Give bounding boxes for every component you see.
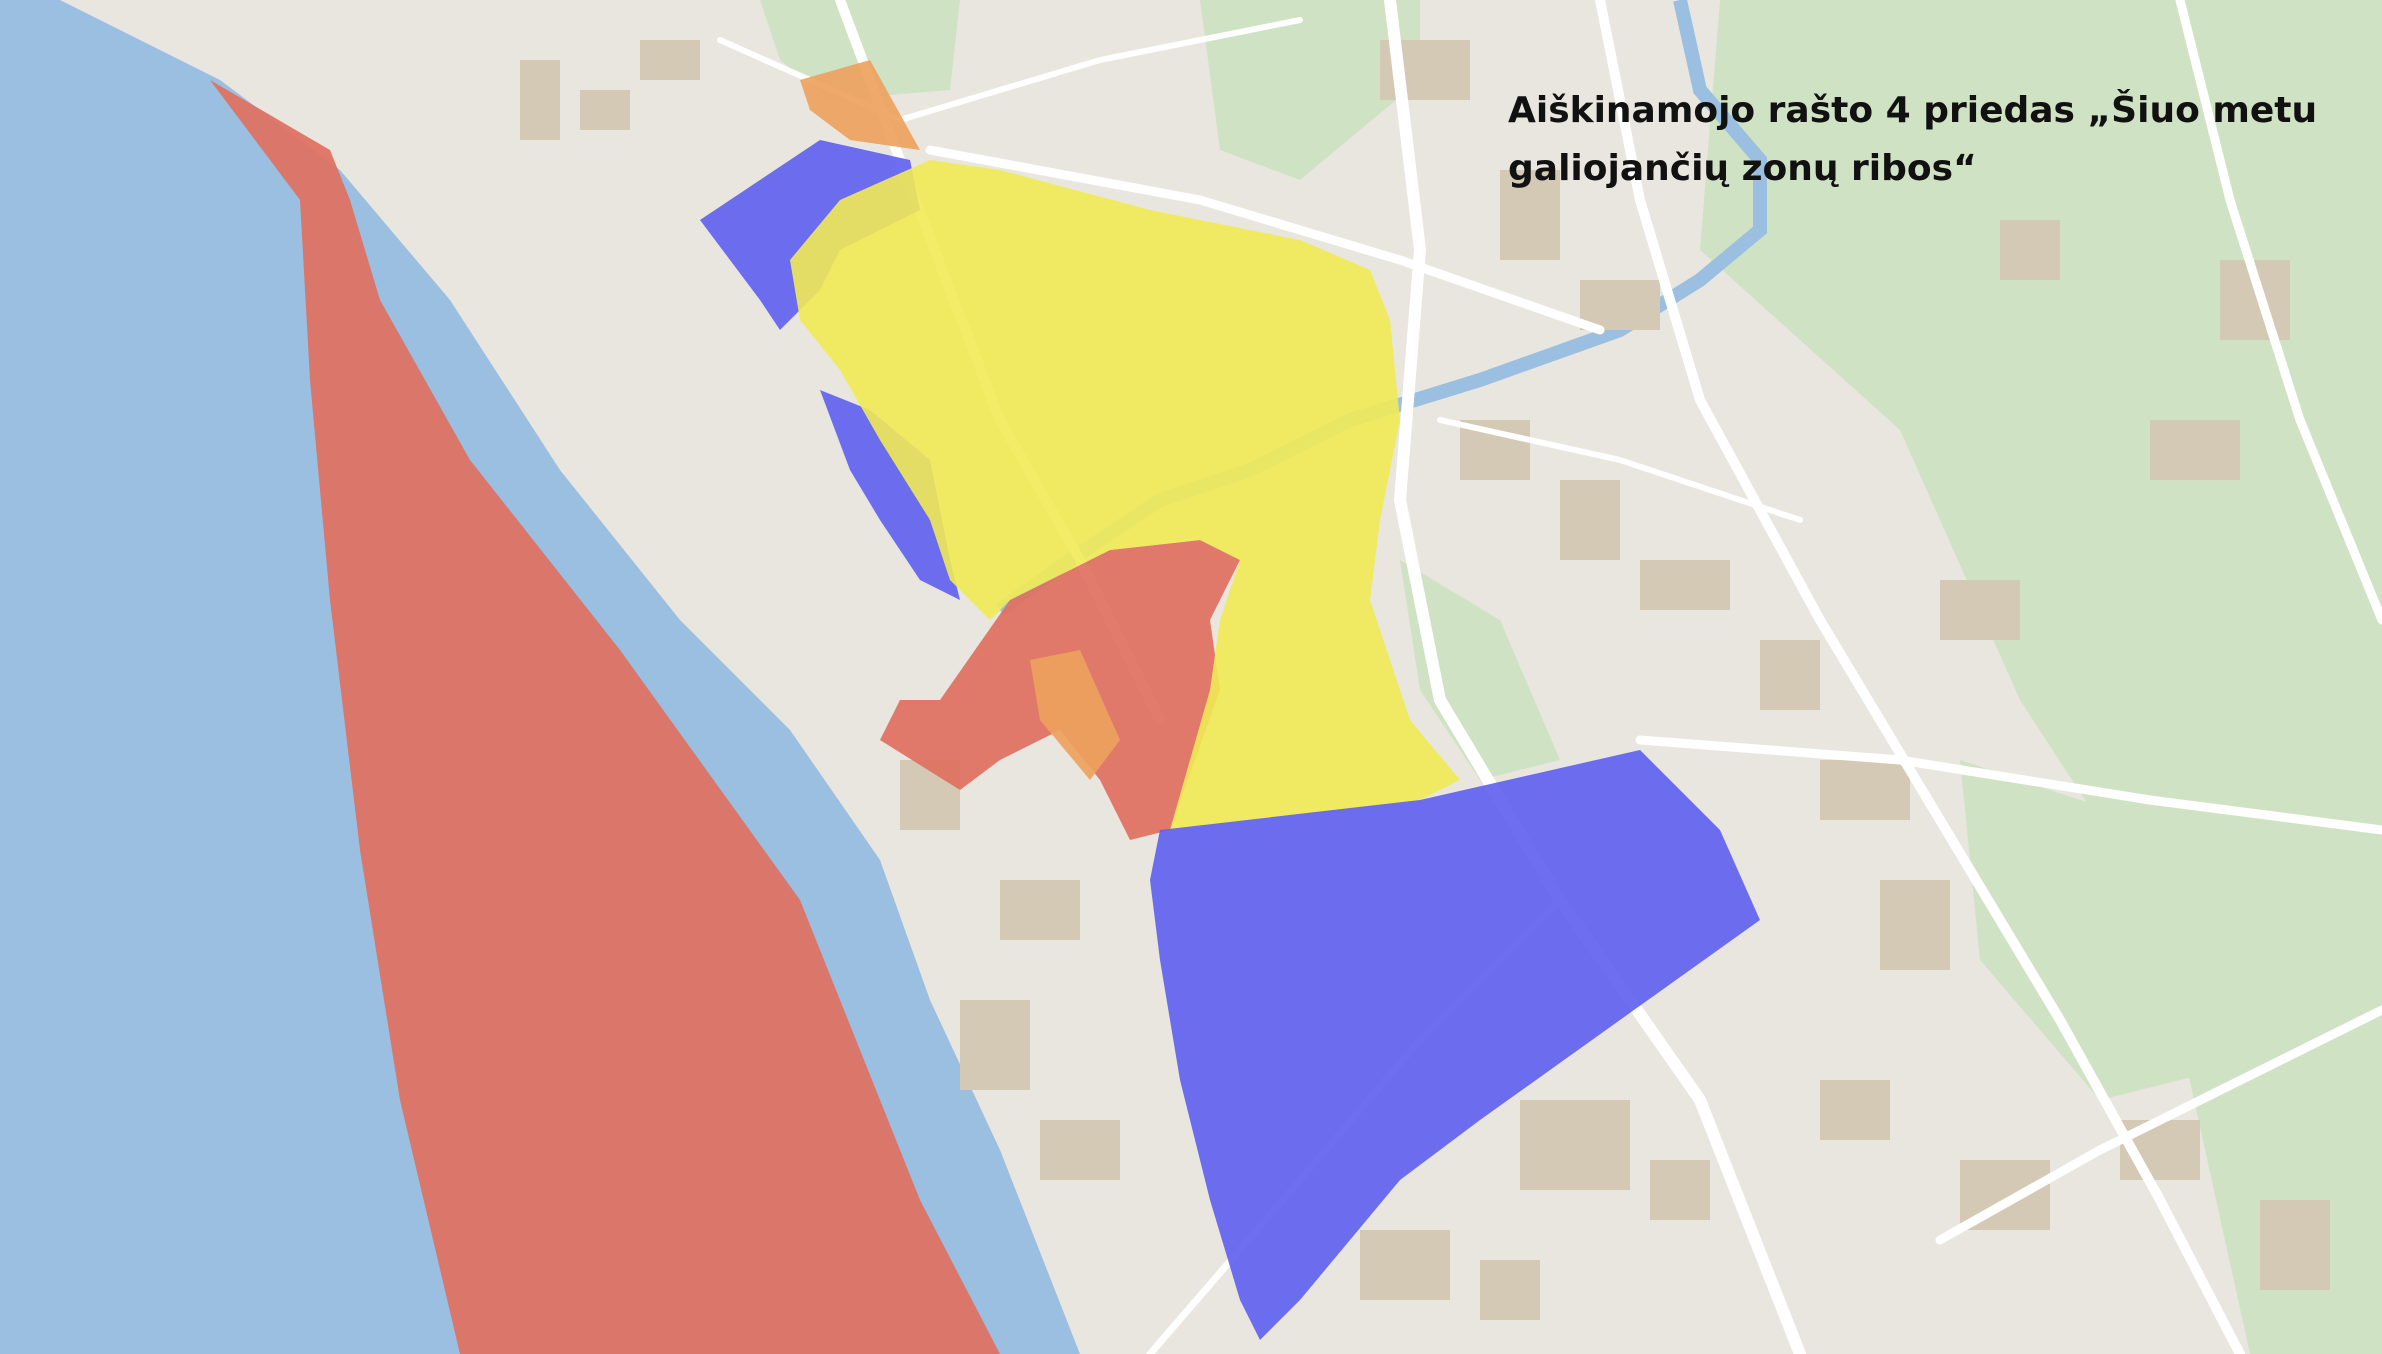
map-title-line-2: galiojančių zonų ribos“ xyxy=(1508,148,1977,189)
zone-blue-southeast[interactable] xyxy=(1150,750,1760,1340)
zone-blue-northwest[interactable] xyxy=(700,140,920,330)
zone-orange-north[interactable] xyxy=(800,60,920,150)
zone-red-spit[interactable] xyxy=(210,80,1000,1354)
building-blocks xyxy=(520,40,2330,1320)
zone-yellow-center[interactable] xyxy=(790,160,1460,830)
map-title-line-1: Aiškinamojo rašto 4 priedas „Šiuo metu xyxy=(1508,90,2318,131)
map-title: Aiškinamojo rašto 4 priedas „Šiuo metu g… xyxy=(1508,82,2368,198)
zone-blue-quay[interactable] xyxy=(820,390,960,600)
park-areas xyxy=(760,0,2382,1354)
zone-orange-harbour[interactable] xyxy=(1030,650,1120,780)
